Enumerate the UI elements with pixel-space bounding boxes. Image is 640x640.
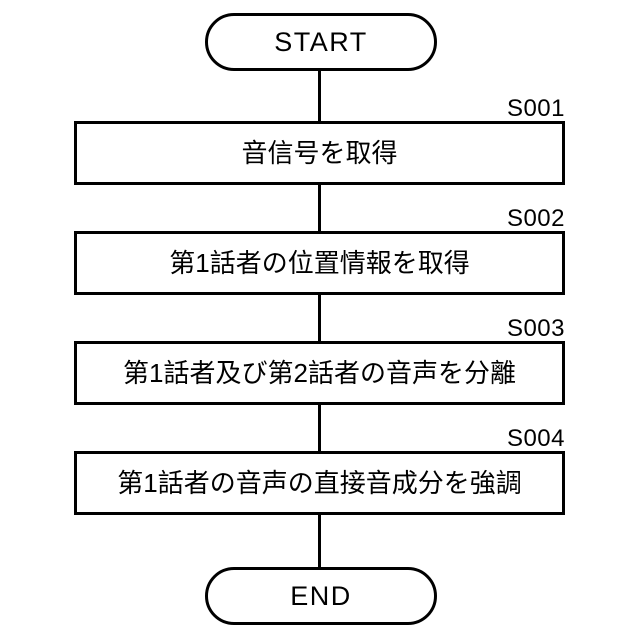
connector-s004-to-end [318,513,321,569]
end-label: END [290,580,352,611]
step-tag-s003: S003 [506,315,565,342]
step-tag-s002: S002 [506,205,565,232]
connector-start-to-s001 [318,69,321,123]
end-terminator: END [205,567,437,625]
process-box-s004: 第1話者の音声の直接音成分を強調 [74,451,565,515]
start-terminator: START [205,13,437,71]
connector-s002-to-s003 [318,293,321,343]
process-box-s001: 音信号を取得 [74,121,565,185]
step-tag-s004: S004 [506,425,565,452]
process-label-s001: 音信号を取得 [241,138,398,168]
step-tag-s001: S001 [506,95,565,122]
process-box-s003: 第1話者及び第2話者の音声を分離 [74,341,565,405]
start-label: START [274,26,368,57]
process-label-s004: 第1話者の音声の直接音成分を強調 [117,468,522,498]
process-label-s003: 第1話者及び第2話者の音声を分離 [123,358,516,388]
process-label-s002: 第1話者の位置情報を取得 [169,248,470,278]
connector-s001-to-s002 [318,183,321,233]
connector-s003-to-s004 [318,403,321,453]
process-box-s002: 第1話者の位置情報を取得 [74,231,565,295]
